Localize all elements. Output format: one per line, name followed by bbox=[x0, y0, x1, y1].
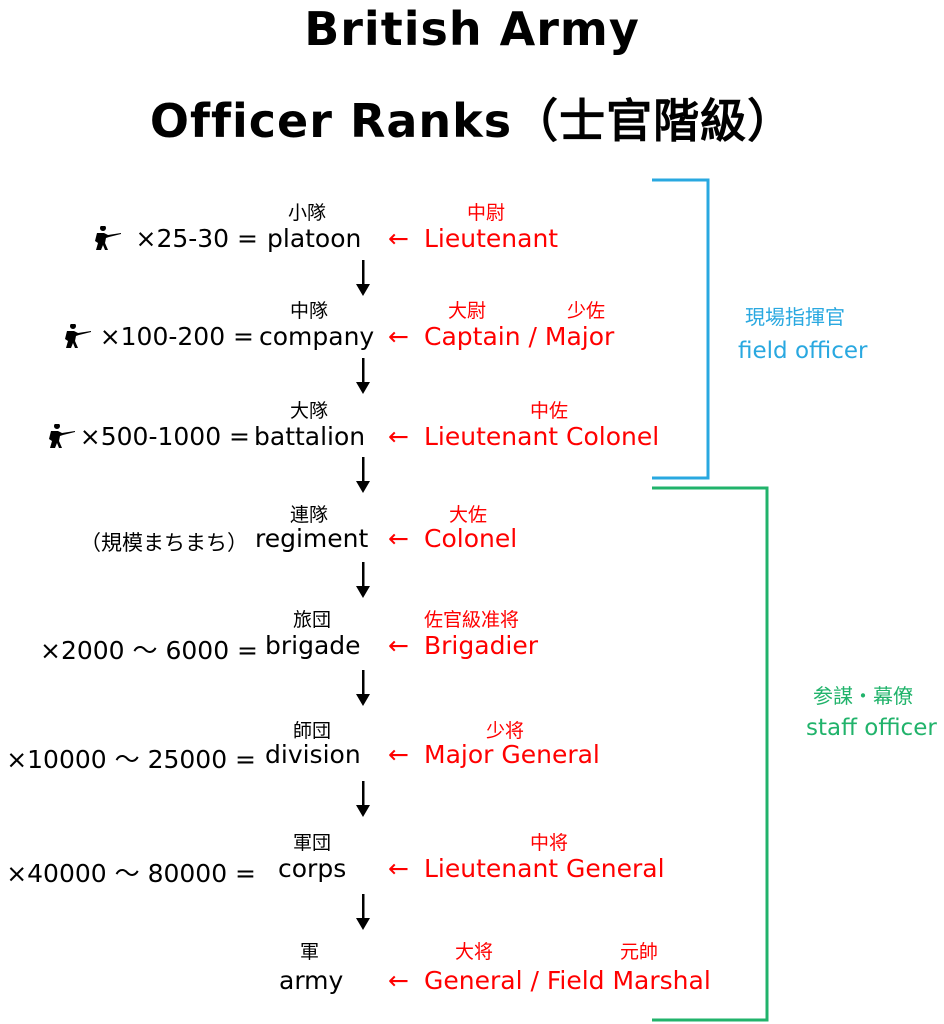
left-arrow: ← bbox=[388, 740, 409, 769]
unit-size-note: （規模まちまち） bbox=[80, 531, 248, 555]
field-officer-en: field officer bbox=[738, 338, 868, 364]
rank-name: Colonel bbox=[424, 524, 518, 553]
unit-name: company bbox=[259, 322, 375, 351]
left-arrow: ← bbox=[388, 524, 409, 553]
rank-jp-label: 中将 bbox=[530, 832, 569, 854]
rank-jp-label: 少佐 bbox=[567, 300, 606, 322]
soldier-icon bbox=[65, 324, 91, 348]
title-line-2: Officer Ranks（士官階級） bbox=[149, 94, 795, 148]
rank-jp-label: 大将 bbox=[455, 941, 494, 963]
rank-name: Brigadier bbox=[424, 631, 539, 660]
down-arrow-icon bbox=[356, 670, 370, 706]
unit-name: brigade bbox=[265, 631, 361, 660]
left-arrow: ← bbox=[388, 631, 409, 660]
unit-size: ×25-30 = bbox=[135, 224, 259, 253]
unit-jp-label: 小隊 bbox=[288, 202, 327, 224]
rank-jp-label: 佐官級准将 bbox=[424, 609, 520, 631]
left-arrow: ← bbox=[388, 966, 409, 995]
unit-name: battalion bbox=[254, 422, 366, 451]
field-officer-bracket bbox=[652, 178, 710, 480]
staff-officer-bracket bbox=[652, 486, 769, 1022]
unit-jp-label: 旅団 bbox=[293, 609, 332, 631]
left-arrow: ← bbox=[388, 224, 409, 253]
rank-jp-label: 大佐 bbox=[449, 504, 488, 526]
rank-jp-label: 元帥 bbox=[620, 941, 659, 963]
soldier-icon bbox=[95, 226, 121, 250]
unit-size: ×500-1000 = bbox=[79, 422, 250, 451]
rank-name: Captain / Major bbox=[424, 322, 615, 351]
unit-jp-label: 軍 bbox=[300, 941, 320, 963]
unit-size: ×100-200 = bbox=[99, 322, 254, 351]
rank-name: General / Field Marshal bbox=[424, 966, 711, 995]
unit-name: division bbox=[265, 740, 361, 769]
rank-name: Lieutenant bbox=[424, 224, 559, 253]
soldier-icon bbox=[49, 424, 75, 448]
title-line-1: British Army bbox=[304, 2, 640, 56]
unit-jp-label: 連隊 bbox=[290, 504, 329, 526]
unit-size: ×40000 ～ 80000 = bbox=[6, 859, 256, 888]
rank-jp-label: 中佐 bbox=[530, 400, 569, 422]
left-arrow: ← bbox=[388, 322, 409, 351]
down-arrow-icon bbox=[356, 894, 370, 930]
left-arrow: ← bbox=[388, 422, 409, 451]
rank-jp-label: 大尉 bbox=[448, 300, 487, 322]
unit-name: platoon bbox=[267, 224, 362, 253]
unit-size: ×10000 ～ 25000 = bbox=[6, 745, 256, 774]
rank-name: Lieutenant Colonel bbox=[424, 422, 660, 451]
down-arrow-icon bbox=[356, 260, 370, 296]
unit-jp-label: 大隊 bbox=[290, 400, 329, 422]
unit-name: regiment bbox=[255, 524, 369, 553]
down-arrow-icon bbox=[356, 781, 370, 817]
unit-jp-label: 師団 bbox=[293, 720, 332, 742]
down-arrow-icon bbox=[356, 562, 370, 598]
unit-name: corps bbox=[278, 854, 347, 883]
rank-jp-label: 少将 bbox=[486, 720, 525, 742]
staff-officer-jp: 参謀・幕僚 bbox=[813, 684, 913, 708]
unit-size: ×2000 ～ 6000 = bbox=[40, 636, 258, 665]
rank-jp-label: 中尉 bbox=[467, 202, 506, 224]
down-arrow-icon bbox=[356, 358, 370, 394]
down-arrow-icon bbox=[356, 457, 370, 493]
staff-officer-en: staff officer bbox=[806, 715, 937, 741]
unit-jp-label: 中隊 bbox=[290, 300, 329, 322]
unit-jp-label: 軍団 bbox=[293, 832, 332, 854]
rank-name: Major General bbox=[424, 740, 600, 769]
left-arrow: ← bbox=[388, 854, 409, 883]
rank-name: Lieutenant General bbox=[424, 854, 665, 883]
field-officer-jp: 現場指揮官 bbox=[745, 305, 845, 329]
unit-name: army bbox=[279, 966, 344, 995]
